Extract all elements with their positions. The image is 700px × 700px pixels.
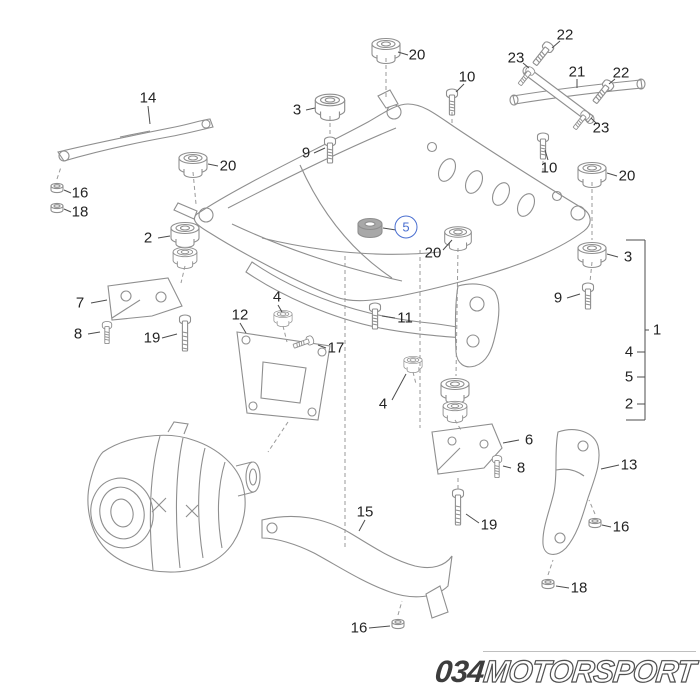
bracket-13 (542, 429, 600, 555)
callout-23: 23 (507, 49, 525, 67)
callout-20: 20 (219, 157, 237, 175)
callout-19: 19 (480, 516, 498, 534)
callout-9: 9 (301, 144, 311, 162)
callout-16: 16 (612, 518, 630, 536)
callout-14: 14 (139, 89, 157, 107)
brand-logo: 034MOTORSPORT (433, 653, 698, 690)
callout-1: 1 (652, 321, 662, 339)
curved-arm-15 (261, 515, 453, 619)
logo-motorsport-text: MOTORSPORT (482, 653, 698, 689)
subframe-crossmember (173, 89, 591, 368)
plate-12 (236, 331, 331, 421)
callout-17: 17 (327, 339, 345, 357)
logo-divider-line (483, 651, 696, 652)
callout-20: 20 (408, 46, 426, 64)
callout-4: 4 (378, 395, 388, 413)
callout-2: 2 (143, 229, 153, 247)
upper-arm-14 (57, 118, 214, 162)
callout-9: 9 (553, 289, 563, 307)
callout-7: 7 (75, 294, 85, 312)
callout-15: 15 (356, 503, 374, 521)
callout-4: 4 (624, 343, 634, 361)
callout-19: 19 (143, 329, 161, 347)
callout-4: 4 (272, 288, 282, 306)
callout-5: 5 (624, 368, 634, 386)
diagram-artwork (50, 37, 646, 630)
callout-18: 18 (71, 203, 89, 221)
assembly-1-bracket (626, 239, 649, 421)
alignment-dashed-lines (56, 58, 596, 616)
callout-22: 22 (612, 64, 630, 82)
callout-20: 20 (618, 167, 636, 185)
leader-lines (63, 40, 649, 629)
callout-10: 10 (540, 159, 558, 177)
callout-12: 12 (231, 306, 249, 324)
differential-housing (87, 421, 261, 573)
callout-16: 16 (350, 619, 368, 637)
callout-16: 16 (71, 184, 89, 202)
callout-21: 21 (568, 63, 586, 81)
callout-10: 10 (458, 68, 476, 86)
callout-22: 22 (556, 26, 574, 44)
callout-13: 13 (620, 456, 638, 474)
bracket-7 (107, 277, 183, 321)
callout-23: 23 (592, 119, 610, 137)
callout-3: 3 (292, 101, 302, 119)
callout-18: 18 (570, 579, 588, 597)
callout-3: 3 (623, 248, 633, 266)
callout-8: 8 (73, 325, 83, 343)
callout-11: 11 (397, 309, 413, 327)
diff-bushing-5 (357, 217, 383, 239)
callout-20: 20 (424, 244, 442, 262)
callout-8: 8 (516, 459, 526, 477)
callout-2: 2 (624, 395, 634, 413)
logo-034-text: 034 (433, 654, 486, 689)
callout-5[interactable]: 5 (394, 215, 418, 239)
callout-6: 6 (524, 431, 534, 449)
